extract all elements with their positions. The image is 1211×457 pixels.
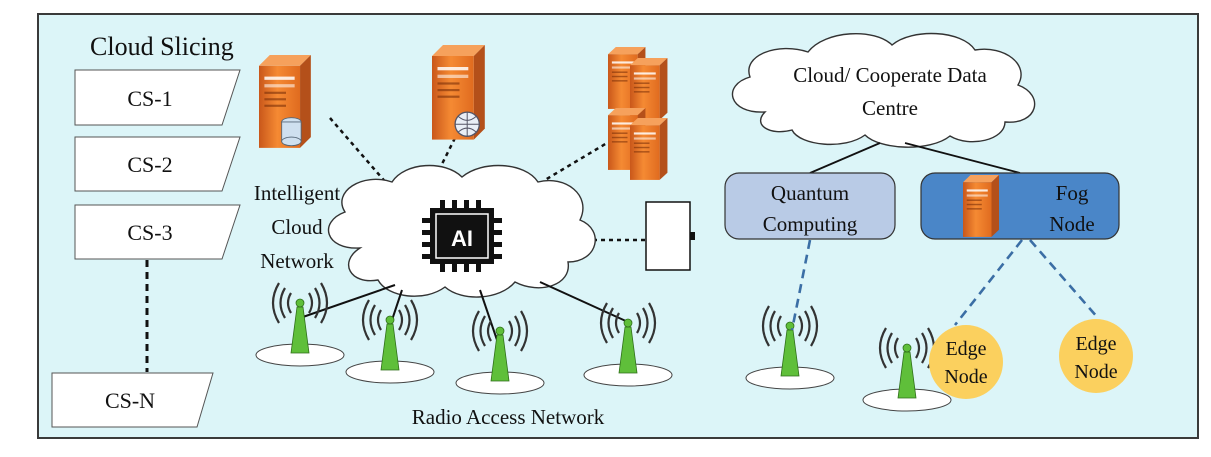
ai-chip-icon: AI: [408, 192, 518, 280]
data-centre-cloud: [731, 32, 1036, 148]
cs-3-label: CS-3: [127, 220, 172, 245]
radio-tower-icon: [254, 281, 346, 368]
ran-link-3: [479, 289, 498, 341]
fog-to-edge2-link: [1029, 239, 1099, 319]
fog-label-line2: Node: [1049, 212, 1095, 236]
cs-2-label: CS-2: [127, 152, 172, 177]
edge-node-2-line2: Node: [1074, 361, 1117, 383]
data-centre-label-line1: Cloud/ Cooperate Data: [793, 63, 987, 87]
quantum-label-line1: Quantum: [771, 181, 849, 205]
intelligent-label-line2: Cloud: [271, 215, 323, 239]
ai-chip-label: AI: [451, 226, 473, 251]
radio-tower-icon: [344, 298, 436, 385]
cloud-slice-cs-2: CS-2: [74, 136, 241, 192]
datacentre-to-fog-link: [904, 142, 1021, 174]
quantum-computing-node: Quantum Computing: [724, 172, 896, 240]
edge-node-2: Edge Node: [1059, 319, 1133, 393]
cloud-slice-cs-3: CS-3: [74, 204, 241, 260]
quantum-to-tower-link: [790, 239, 812, 331]
fog-label-line1: Fog: [1056, 181, 1089, 205]
edge-node-1-line2: Node: [944, 366, 987, 388]
server3-link: [544, 138, 613, 182]
device-connector: [690, 232, 695, 240]
fog-to-edge1-link: [953, 239, 1024, 326]
quantum-label-line2: Computing: [763, 212, 858, 236]
device-box: [645, 201, 691, 271]
ran-link-4: [539, 281, 629, 323]
cloud-slice-cs-n: CS-N: [51, 372, 214, 428]
edge-node-1-line1: Edge: [945, 338, 986, 360]
intelligent-label-line3: Network: [260, 249, 334, 273]
server-icon-database: [259, 55, 311, 148]
cloud-slicing-title: Cloud Slicing: [90, 32, 234, 61]
radio-tower-icon: [744, 304, 836, 391]
ran-link-1: [299, 284, 396, 319]
server-icon-globe: [432, 45, 485, 140]
datacentre-to-quantum-link: [809, 142, 881, 174]
edge-node-1: Edge Node: [929, 325, 1003, 399]
cs-n-label: CS-N: [105, 388, 155, 413]
cloud-slice-cs-1: CS-1: [74, 69, 241, 126]
server-icon-cluster: [608, 47, 668, 180]
fog-server-icon: [963, 175, 999, 237]
data-centre-label-line2: Centre: [862, 96, 918, 120]
radio-access-network-label: Radio Access Network: [412, 405, 605, 429]
cs-1-label: CS-1: [127, 86, 172, 111]
intelligent-label-line1: Intelligent: [254, 181, 340, 205]
edge-node-2-line1: Edge: [1075, 333, 1116, 355]
fog-node: Fog Node: [920, 172, 1120, 240]
server1-link: [329, 117, 389, 186]
radio-tower-icon: [582, 301, 674, 388]
radio-tower-icon: [454, 309, 546, 396]
